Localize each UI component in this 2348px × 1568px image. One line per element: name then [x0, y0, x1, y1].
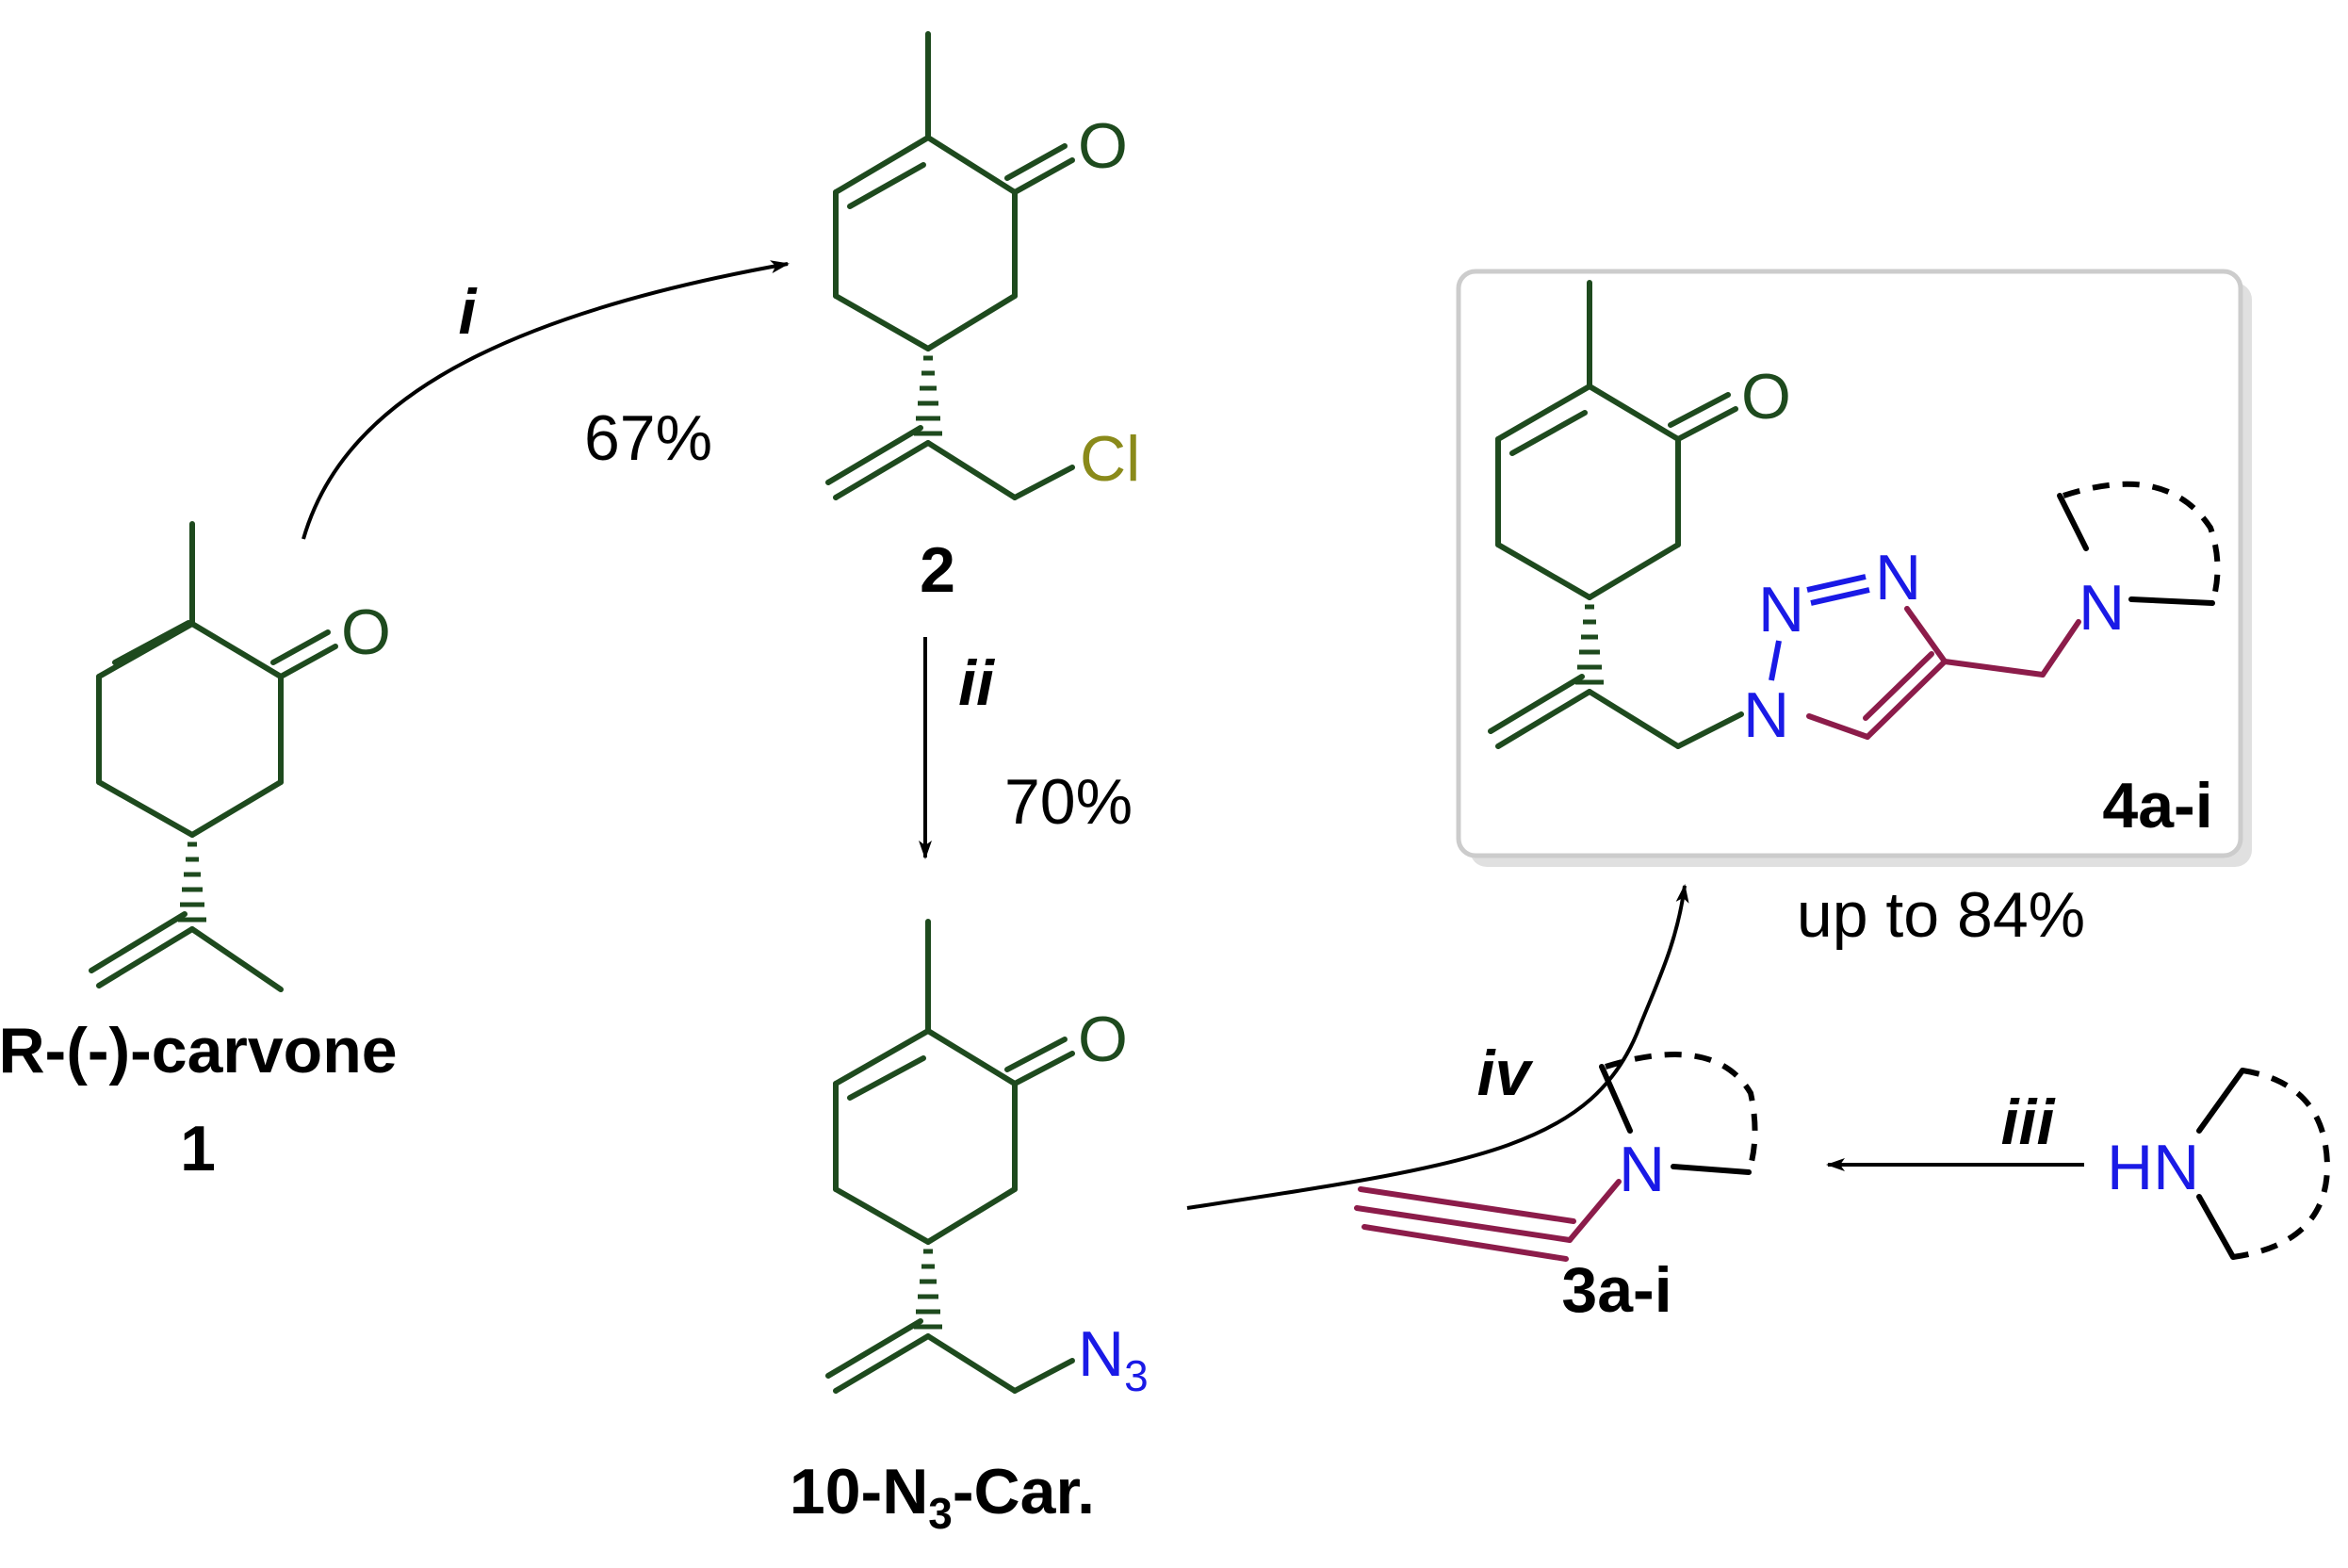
step-i-yield: 67%: [584, 402, 712, 474]
arrow-step-i: [302, 260, 790, 540]
alkyne-amine-n: N: [1619, 1134, 1665, 1205]
azide-nitrogen: N3: [1078, 1318, 1149, 1400]
azido-hashed-wedge: [914, 1249, 942, 1330]
step-ii-label: ii: [958, 647, 996, 719]
arrow-step-iv: [1186, 884, 1689, 1210]
step-i-label: i: [459, 276, 479, 348]
chloro-oxygen: O: [1078, 110, 1128, 182]
compound-carvone: O R-(-)-carvone 1: [0, 521, 398, 1184]
carvone-hashed-wedge: [178, 841, 206, 923]
step-iv-yield: up to 84%: [1797, 879, 2085, 951]
chloro-chlorine: Cl: [1080, 423, 1140, 495]
step-ii-yield: 70%: [1004, 766, 1133, 838]
carvone-name: R-(-)-carvone: [0, 1015, 398, 1086]
product-number: 4a-i: [2102, 770, 2212, 841]
compound-propargyl-amine: N 3a-i: [1354, 1052, 1758, 1326]
chloro-hashed-wedge: [914, 355, 942, 436]
step-iv-label: iv: [1477, 1037, 1534, 1109]
product-box: O N N N N 4a-i: [1456, 269, 2252, 867]
chloro-number: 2: [920, 534, 955, 606]
compound-secondary-amine: HN: [2107, 1068, 2331, 1260]
triazole-n2: N: [1758, 574, 1804, 645]
amine-nh: HN: [2107, 1132, 2199, 1203]
product-hashed-wedge: [1575, 604, 1604, 685]
triazole-n3: N: [1875, 542, 1921, 613]
compound-chloro-carvone: O Cl 2: [825, 31, 1140, 606]
compound-azido-carvone: O N3 10-N3-Car.: [790, 919, 1149, 1538]
azido-oxygen: O: [1078, 1004, 1128, 1075]
carvone-oxygen: O: [341, 596, 391, 668]
alkyne-number: 3a-i: [1561, 1254, 1671, 1326]
carvone-number: 1: [180, 1113, 216, 1184]
azido-name: 10-N3-Car.: [790, 1456, 1095, 1538]
product-amine-n: N: [2079, 572, 2125, 644]
product-box-frame: [1456, 269, 2243, 858]
triazole-n1: N: [1743, 679, 1789, 751]
step-iii-label: iii: [2001, 1086, 2057, 1158]
product-oxygen: O: [1741, 361, 1791, 433]
